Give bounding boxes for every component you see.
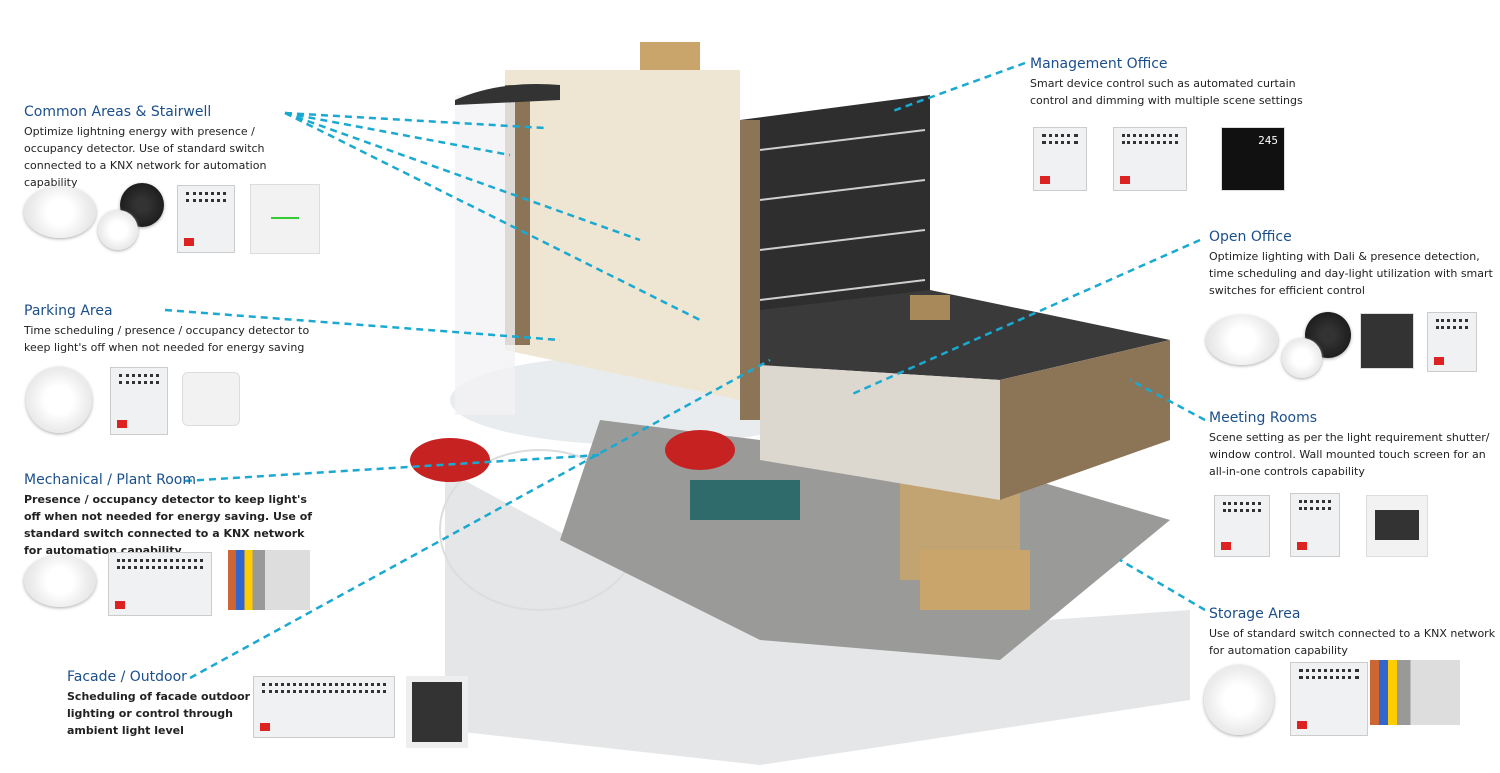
section-parking-area: Parking Area Time scheduling / presence … (24, 303, 314, 356)
dali-gateway-icon (1290, 493, 1340, 557)
section-meeting-rooms: Meeting Rooms Scene setting as per the l… (1209, 410, 1499, 480)
tower-core (505, 70, 740, 400)
section-description: Presence / occupancy detector to keep li… (24, 493, 313, 557)
section-title: Common Areas & Stairwell (24, 104, 212, 120)
section-description: Optimize lightning energy with presence … (24, 125, 267, 189)
office-roof (760, 290, 1170, 380)
roof-box (640, 42, 700, 70)
touch-panel-icon (406, 676, 468, 748)
storage-boxes (920, 550, 1030, 610)
touch-screen-icon (1366, 495, 1428, 557)
ceiling-sensor-icon (1206, 315, 1278, 365)
ceiling-sensor-icon (98, 210, 138, 250)
ceiling-sensor-icon (26, 367, 92, 433)
section-title: Parking Area (24, 303, 113, 319)
section-title: Meeting Rooms (1209, 410, 1318, 426)
section-description: Scheduling of facade outdoor lighting or… (67, 690, 251, 737)
din-actuator-icon (108, 552, 212, 616)
section-title: Facade / Outdoor (67, 669, 187, 685)
wired-module-icon (228, 550, 310, 610)
section-storage-area: Storage Area Use of standard switch conn… (1209, 606, 1499, 659)
section-title: Management Office (1030, 56, 1168, 72)
plant-tank (410, 438, 490, 482)
section-common-areas: Common Areas & Stairwell Optimize lightn… (24, 104, 314, 191)
section-description: Smart device control such as automated c… (1030, 77, 1303, 107)
section-title: Open Office (1209, 229, 1292, 245)
section-description: Time scheduling / presence / occupancy d… (24, 324, 310, 354)
connector-lines (164, 61, 1206, 680)
ceiling-sensor-icon (24, 186, 96, 238)
section-title: Mechanical / Plant Room (24, 472, 196, 488)
ceiling-sensor-icon (24, 555, 96, 607)
section-title: Storage Area (1209, 606, 1301, 622)
din-actuator-icon (177, 185, 235, 253)
smart-switch-icon (1360, 313, 1414, 369)
roof-unit (910, 295, 950, 320)
plant-machine (690, 480, 800, 520)
thermostat-reading: 245 (1258, 134, 1278, 147)
section-description: Scene setting as per the light requireme… (1209, 431, 1490, 478)
roof-canopy (455, 84, 560, 105)
din-actuator-icon (253, 676, 395, 738)
plant-tank (665, 430, 735, 470)
ceiling-sensor-icon (1282, 338, 1322, 378)
section-description: Optimize lighting with Dali & presence d… (1209, 250, 1493, 297)
din-actuator-icon (1113, 127, 1187, 191)
push-button-icon (182, 372, 240, 426)
stone-wall-right (1000, 340, 1170, 500)
glass-wing (455, 95, 515, 415)
din-dimmer-icon (1033, 127, 1087, 191)
stone-column (740, 120, 760, 420)
glass-switch-icon (250, 184, 320, 254)
section-management-office: Management Office Smart device control s… (1030, 56, 1320, 109)
basement-block (445, 470, 1190, 765)
thermostat-panel-icon: 245 (1221, 127, 1285, 191)
din-actuator-icon (1214, 495, 1270, 557)
din-actuator-icon (110, 367, 168, 435)
section-open-office: Open Office Optimize lighting with Dali … (1209, 229, 1499, 299)
din-actuator-icon (1290, 662, 1368, 736)
section-facade-outdoor: Facade / Outdoor Scheduling of facade ou… (67, 669, 252, 739)
ceiling-sensor-icon (1204, 665, 1274, 735)
din-actuator-icon (1427, 312, 1477, 372)
section-mechanical-plant-room: Mechanical / Plant Room Presence / occup… (24, 472, 324, 559)
section-description: Use of standard switch connected to a KN… (1209, 627, 1496, 657)
wired-module-icon (1370, 660, 1460, 725)
